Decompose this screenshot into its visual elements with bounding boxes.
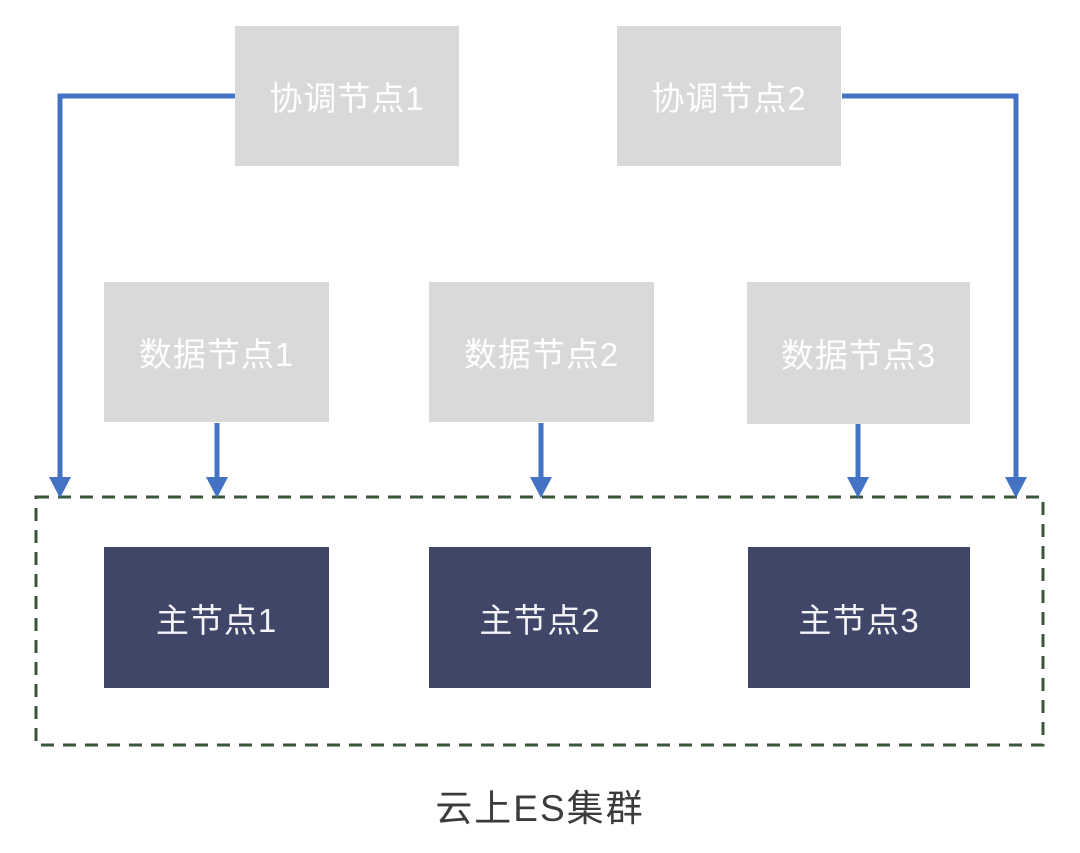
node-master-2: 主节点2 (429, 547, 651, 688)
node-master-2-label: 主节点2 (479, 601, 601, 639)
node-data-2: 数据节点2 (429, 282, 654, 422)
node-data-3-label: 数据节点3 (780, 337, 937, 374)
node-data-1: 数据节点1 (104, 282, 329, 422)
node-master-1: 主节点1 (104, 547, 329, 688)
node-data-3: 数据节点3 (747, 282, 970, 424)
node-data-1-label: 数据节点1 (138, 336, 295, 373)
node-master-3: 主节点3 (748, 547, 970, 688)
node-coordinating-1: 协调节点1 (235, 26, 459, 166)
node-coordinating-2: 协调节点2 (617, 26, 841, 166)
cluster-title: 云上ES集群 (435, 788, 645, 829)
node-coordinating-2-label: 协调节点2 (651, 80, 807, 117)
node-coordinating-1-label: 协调节点1 (269, 80, 425, 117)
node-data-2-label: 数据节点2 (463, 336, 620, 373)
node-master-1-label: 主节点1 (155, 601, 278, 639)
node-master-3-label: 主节点3 (798, 601, 920, 639)
